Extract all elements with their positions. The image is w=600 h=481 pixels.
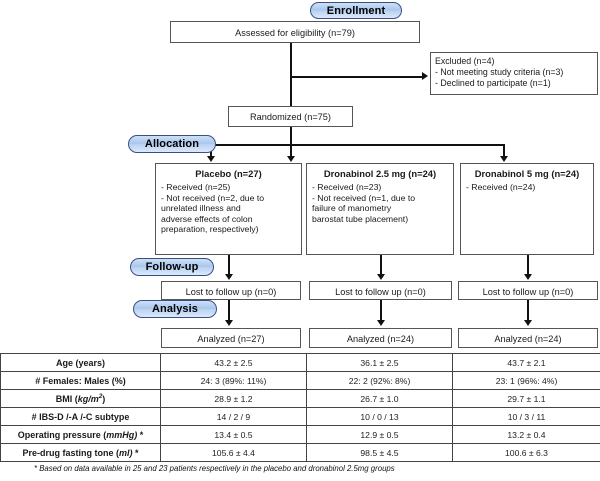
arrow-allocation-dronabinol-2-5 [287, 156, 295, 162]
table-row-label: BMI (kg/m2) [0, 389, 161, 408]
arrow-allocation-placebo [207, 156, 215, 162]
table-row-label: Pre-drug fasting tone (ml) * [0, 443, 161, 462]
arm-dronabinol-5-title: Dronabinol 5 mg (n=24) [474, 168, 580, 179]
table-footnote: * Based on data available in 25 and 23 p… [34, 464, 395, 473]
stage-label-followup-text: Follow-up [145, 261, 199, 273]
connector-to-excluded [290, 76, 423, 78]
box-assessed-for-eligibility: Assessed for eligibility (n=79) [170, 21, 420, 43]
arm-placebo-line-4: adverse effects of colon [161, 213, 253, 224]
arrow-placebo-lost [225, 274, 233, 280]
excluded-reason-1: - Not meeting study criteria (n=3) [435, 67, 564, 78]
arm-dronabinol-2-5-line-1: - Received (n=23) [312, 182, 382, 192]
connector-lost-dronabinol-2-5-to-analyzed [380, 300, 382, 322]
box-excluded: Excluded (n=4) - Not meeting study crite… [430, 52, 598, 95]
table-cell-value: 100.6 ± 6.3 [452, 443, 600, 462]
connector-allocation-right-drop [503, 144, 505, 158]
connector-dronabinol-5-to-lost [527, 255, 529, 276]
connector-dronabinol-2-5-to-lost [380, 255, 382, 276]
table-cell-value: 13.4 ± 0.5 [160, 425, 307, 444]
table-cell-value: 13.2 ± 0.4 [452, 425, 600, 444]
arrow-analyzed-dronabinol-2-5 [377, 320, 385, 326]
connector-assessed-to-randomized [290, 43, 292, 106]
arm-dronabinol-2-5-title: Dronabinol 2.5 mg (n=24) [323, 168, 437, 179]
table-row-label: # Females: Males (%) [0, 371, 161, 390]
table-cell-value: 98.5 ± 4.5 [306, 443, 453, 462]
box-arm-dronabinol-2-5: Dronabinol 2.5 mg (n=24) - Received (n=2… [306, 163, 454, 255]
arm-dronabinol-2-5-line-4: barostat tube placement) [312, 213, 409, 224]
box-arm-dronabinol-5: Dronabinol 5 mg (n=24) - Received (n=24) [460, 163, 594, 255]
arrow-allocation-dronabinol-5 [500, 156, 508, 162]
table-cell-value: 24: 3 (89%: 11%) [160, 371, 307, 390]
excluded-heading: Excluded (n=4) [435, 56, 495, 66]
stage-label-allocation: Allocation [128, 135, 216, 153]
table-cell-value: 43.7 ± 2.1 [452, 353, 600, 372]
assessed-text: Assessed for eligibility (n=79) [235, 28, 355, 38]
table-cell-value: 105.6 ± 4.4 [160, 443, 307, 462]
arm-dronabinol-2-5-line-3: failure of manometry [312, 203, 392, 214]
table-cell-value: 26.7 ± 1.0 [306, 389, 453, 408]
connector-randomized-down [290, 127, 292, 145]
excluded-reason-2: - Declined to participate (n=1) [435, 78, 551, 89]
stage-label-enrollment: Enrollment [310, 2, 402, 19]
table-cell-value: 23: 1 (96%: 4%) [452, 371, 600, 390]
table-row-label: Operating pressure (mmHg) * [0, 425, 161, 444]
arrow-dronabinol-5-lost [524, 274, 532, 280]
analyzed-dronabinol-5-text: Analyzed (n=24) [494, 334, 562, 344]
stage-label-enrollment-text: Enrollment [326, 4, 386, 17]
lost-placebo-text: Lost to follow up (n=0) [185, 287, 277, 297]
arm-placebo-line-2: - Not received (n=2, due to [161, 192, 265, 203]
lost-dronabinol-2-5-text: Lost to follow up (n=0) [335, 287, 426, 297]
stage-label-followup: Follow-up [130, 258, 214, 276]
arrow-to-excluded [422, 72, 428, 80]
stage-label-analysis: Analysis [133, 300, 217, 318]
box-lost-placebo: Lost to follow up (n=0) [161, 281, 301, 300]
table-row: # Females: Males (%)24: 3 (89%: 11%)22: … [0, 371, 600, 390]
connector-allocation-mid-drop [290, 144, 292, 158]
table-cell-value: 22: 2 (92%: 8%) [306, 371, 453, 390]
table-cell-value: 10 / 0 / 13 [306, 407, 453, 426]
table-cell-value: 10 / 3 / 11 [452, 407, 600, 426]
table-cell-value: 12.9 ± 0.5 [306, 425, 453, 444]
table-cell-value: 14 / 2 / 9 [160, 407, 307, 426]
arrow-dronabinol-2-5-lost [377, 274, 385, 280]
connector-lost-dronabinol-5-to-analyzed [527, 300, 529, 322]
arm-dronabinol-2-5-line-2: - Not received (n=1, due to [312, 192, 416, 203]
box-lost-dronabinol-5: Lost to follow up (n=0) [458, 281, 598, 300]
arm-placebo-line-3: unrelated illness and [161, 203, 241, 214]
box-randomized: Randomized (n=75) [228, 106, 353, 127]
stage-label-allocation-text: Allocation [144, 138, 200, 150]
arm-placebo-line-5: preparation, respectively) [161, 224, 259, 235]
arm-placebo-title: Placebo (n=27) [195, 168, 262, 179]
box-arm-placebo: Placebo (n=27) - Received (n=25) - Not r… [155, 163, 302, 255]
table-cell-value: 29.7 ± 1.1 [452, 389, 600, 408]
analyzed-placebo-text: Analyzed (n=27) [197, 334, 265, 344]
table-cell-value: 28.9 ± 1.2 [160, 389, 307, 408]
box-analyzed-dronabinol-2-5: Analyzed (n=24) [309, 328, 452, 348]
table-row-label: Age (years) [0, 353, 161, 372]
analyzed-dronabinol-2-5-text: Analyzed (n=24) [346, 334, 415, 344]
arm-dronabinol-5-line-1: - Received (n=24) [466, 182, 536, 192]
arm-placebo-line-1: - Received (n=25) [161, 182, 231, 192]
table-cell-value: 43.2 ± 2.5 [160, 353, 307, 372]
lost-dronabinol-5-text: Lost to follow up (n=0) [482, 287, 574, 297]
arrow-analyzed-dronabinol-5 [524, 320, 532, 326]
connector-lost-placebo-to-analyzed [228, 300, 230, 322]
table-cell-value: 36.1 ± 2.5 [306, 353, 453, 372]
randomized-text: Randomized (n=75) [250, 112, 331, 122]
table-row-label: # IBS-D /-A /-C subtype [0, 407, 161, 426]
arrow-analyzed-placebo [225, 320, 233, 326]
connector-allocation-bus [210, 144, 504, 146]
connector-placebo-to-lost [228, 255, 230, 276]
stage-label-analysis-text: Analysis [151, 303, 199, 315]
box-analyzed-placebo: Analyzed (n=27) [161, 328, 301, 348]
box-lost-dronabinol-2-5: Lost to follow up (n=0) [309, 281, 452, 300]
box-analyzed-dronabinol-5: Analyzed (n=24) [458, 328, 598, 348]
